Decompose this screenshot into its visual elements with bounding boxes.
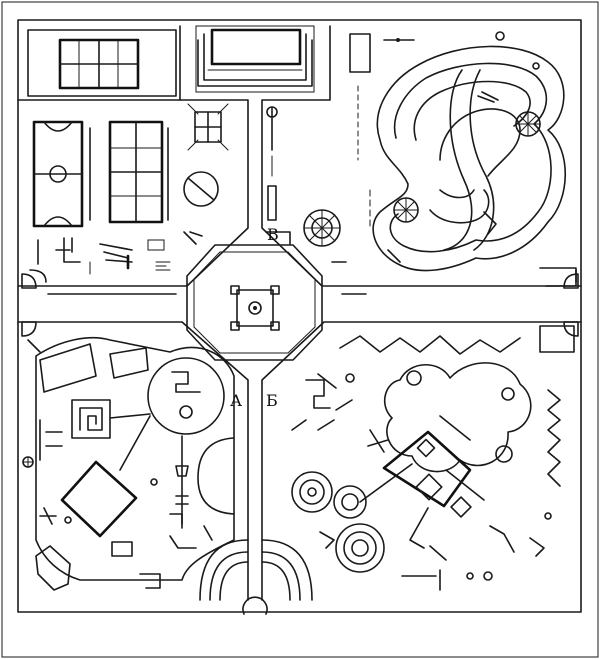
central-roads: [17, 25, 582, 601]
zone-b-area: [291, 335, 561, 591]
corner-features: [21, 273, 579, 353]
zone-label-a: А: [230, 391, 242, 410]
pool-area: [195, 25, 315, 93]
sports-area: [27, 29, 229, 295]
zone-label-b: Б: [266, 391, 278, 410]
zone-label-v: В: [267, 225, 279, 244]
amphitheatre: [199, 539, 313, 615]
central-pavilion: [230, 285, 280, 331]
zone-a-area: [22, 336, 235, 591]
central-path-objects: [265, 106, 371, 263]
maze-park: [341, 31, 577, 295]
site-boundary: [17, 19, 582, 613]
